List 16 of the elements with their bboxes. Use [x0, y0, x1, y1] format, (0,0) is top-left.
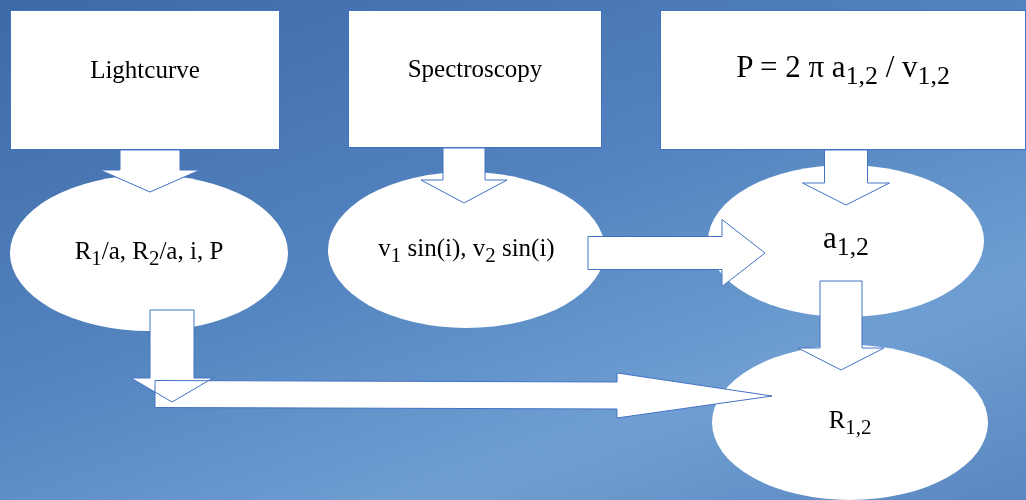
node-label: v$_{1}$ sin(i), v$_{2}$ sin(i) — [378, 233, 555, 267]
block-arrow — [802, 149, 890, 206]
node-label: Lightcurve — [90, 56, 200, 84]
node-label: Spectroscopy — [407, 55, 543, 83]
block-arrow — [130, 309, 773, 419]
node-label: R$_{1}$/a, R$_{2}$/a, i, P — [74, 236, 224, 270]
node-label: R$_{1,2}$ — [828, 406, 872, 439]
block-arrow — [797, 280, 885, 371]
process-box — [10, 10, 280, 150]
process-box — [348, 10, 602, 148]
block-arrow — [587, 219, 766, 287]
block-arrow — [99, 149, 201, 193]
node-label: P = 2 π a$_{1,2}$ / v$_{1,2}$ — [736, 49, 950, 91]
node-label: a$_{1,2}$ — [822, 220, 870, 262]
block-arrow — [420, 147, 508, 204]
process-box — [660, 10, 1026, 150]
